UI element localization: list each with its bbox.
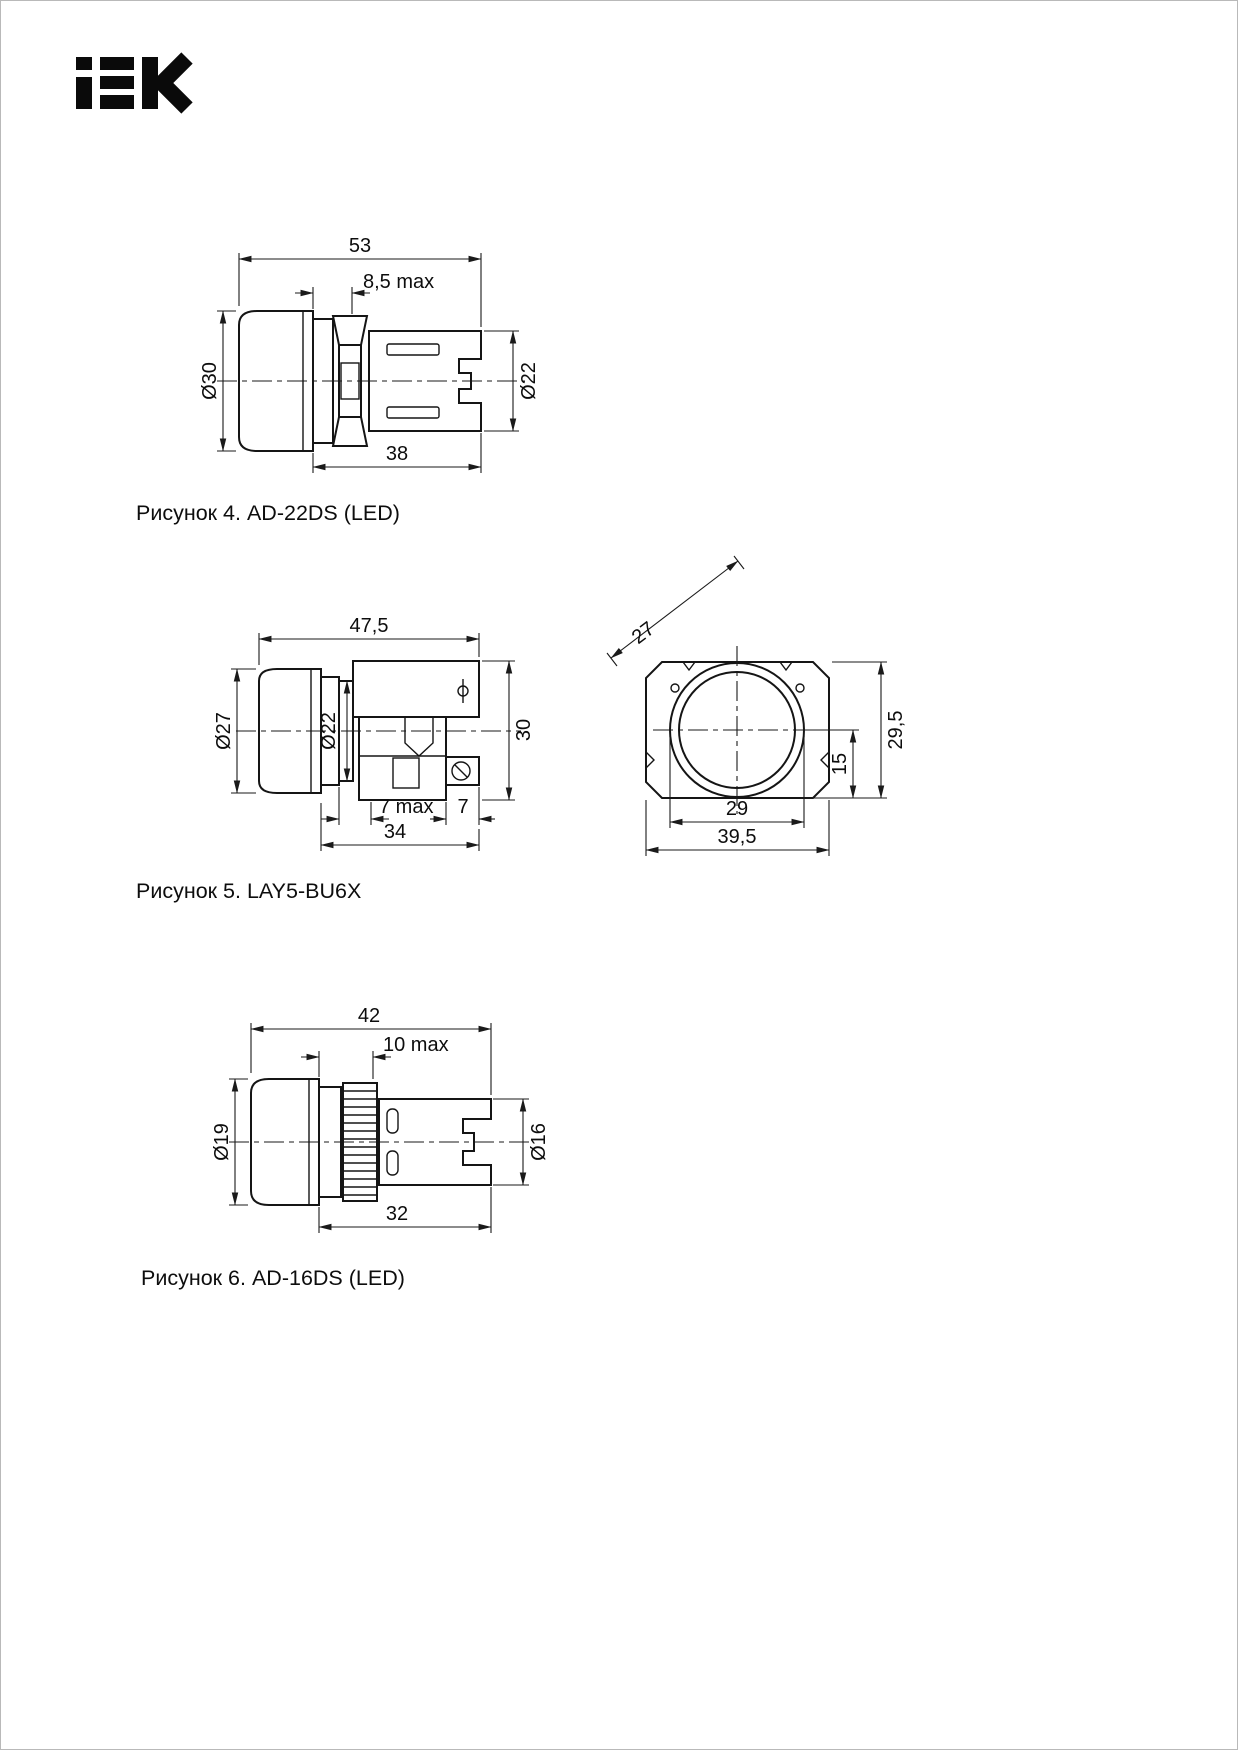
figure-6-caption: Рисунок 6. AD-16DS (LED) xyxy=(141,1266,405,1290)
dim-thread-diameter: Ø22 xyxy=(318,712,340,750)
figure-4-ad22ds: 53 8,5 max Ø30 Ø22 38 Рисунок 4. AD-22DS… xyxy=(136,235,540,525)
logo-i-stem xyxy=(76,77,92,109)
knurl-ticks xyxy=(343,1090,377,1196)
logo-e-bar xyxy=(100,76,134,89)
lay5-front-outline xyxy=(645,646,830,814)
ad16ds-dimensions: 42 10 max Ø19 Ø16 32 xyxy=(211,1005,550,1233)
dim-panel-thickness: 10 max xyxy=(383,1034,449,1056)
dim-depth: 38 xyxy=(386,443,408,465)
ad22ds-outline xyxy=(238,310,482,452)
ad16ds-outline xyxy=(250,1078,492,1206)
figure-5-lay5-front: 27 15 29,5 29 39,5 xyxy=(606,555,907,856)
logo-k-stem xyxy=(142,57,158,109)
figure-4-caption: Рисунок 4. AD-22DS (LED) xyxy=(136,501,400,525)
figure-5-caption: Рисунок 5. LAY5-BU6X xyxy=(136,879,361,903)
dim-head-diameter: Ø30 xyxy=(199,362,221,400)
figure-5-lay5-side: 47,5 Ø27 Ø22 30 7 max 7 xyxy=(136,615,535,903)
dim-across-flats: 27 xyxy=(628,618,659,649)
dim-body-diameter: Ø22 xyxy=(518,362,540,400)
logo-e-bar xyxy=(100,95,134,109)
figure-6-ad16ds: 42 10 max Ø19 Ø16 32 Рисунок 6. AD-16DS … xyxy=(141,1005,550,1290)
dim-depth: 34 xyxy=(384,821,406,843)
dim-body-height: 30 xyxy=(513,719,535,741)
dim-head-diameter: Ø27 xyxy=(213,712,235,750)
ad22ds-dimensions: 53 8,5 max Ø30 Ø22 38 xyxy=(199,235,540,473)
dim-circle-diameter: 29 xyxy=(726,798,748,820)
dim-total-width: 47,5 xyxy=(350,615,389,637)
dim-depth: 32 xyxy=(386,1203,408,1225)
dim-panel-thickness: 7 max xyxy=(379,796,433,818)
dim-front-height: 29,5 xyxy=(885,711,907,750)
dim-total-width: 42 xyxy=(358,1005,380,1027)
dim-tail-depth: 7 xyxy=(457,796,468,818)
dim-total-width: 53 xyxy=(349,235,371,257)
lay5-front-dimensions: 27 15 29,5 29 39,5 xyxy=(606,555,907,856)
iek-logo xyxy=(76,52,193,114)
dim-front-width: 39,5 xyxy=(718,826,757,848)
dim-panel-thickness: 8,5 max xyxy=(363,271,434,293)
dim-center-to-bottom: 15 xyxy=(829,753,851,775)
logo-k-lower xyxy=(154,75,193,114)
logo-i-dot xyxy=(76,57,92,70)
lay5-side-dimensions: 47,5 Ø27 Ø22 30 7 max 7 xyxy=(213,615,535,851)
dim-head-diameter: Ø19 xyxy=(211,1123,233,1161)
logo-e-bar xyxy=(100,57,134,70)
dim-body-diameter: Ø16 xyxy=(528,1123,550,1161)
lay5-side-outline xyxy=(258,660,480,801)
